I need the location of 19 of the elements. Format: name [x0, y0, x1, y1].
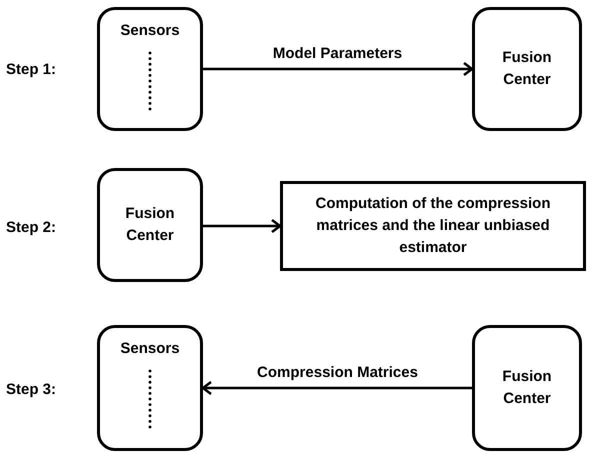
node-text: Fusion Center	[501, 48, 553, 90]
arrow	[203, 218, 282, 234]
step-label: Step 1:	[6, 60, 56, 80]
rounded-box	[97, 168, 203, 282]
node-text: Fusion Center	[501, 367, 553, 409]
step-label: Step 3:	[6, 380, 56, 400]
rounded-box	[97, 7, 203, 131]
node-text: Fusion Center	[124, 204, 176, 246]
node-text: Computation of the compression matrices and the linear unbiased estimator	[314, 194, 552, 258]
step-label: Step 2:	[6, 218, 56, 238]
edge-label: Compression Matrices	[255, 363, 420, 383]
arrow	[202, 380, 472, 396]
rounded-box	[472, 7, 582, 131]
arrow	[203, 62, 474, 76]
node-text: Sensors	[120, 339, 180, 359]
process-box	[280, 181, 586, 271]
node-text: Sensors	[120, 21, 180, 41]
rounded-box	[472, 325, 582, 451]
rounded-box	[97, 325, 203, 451]
